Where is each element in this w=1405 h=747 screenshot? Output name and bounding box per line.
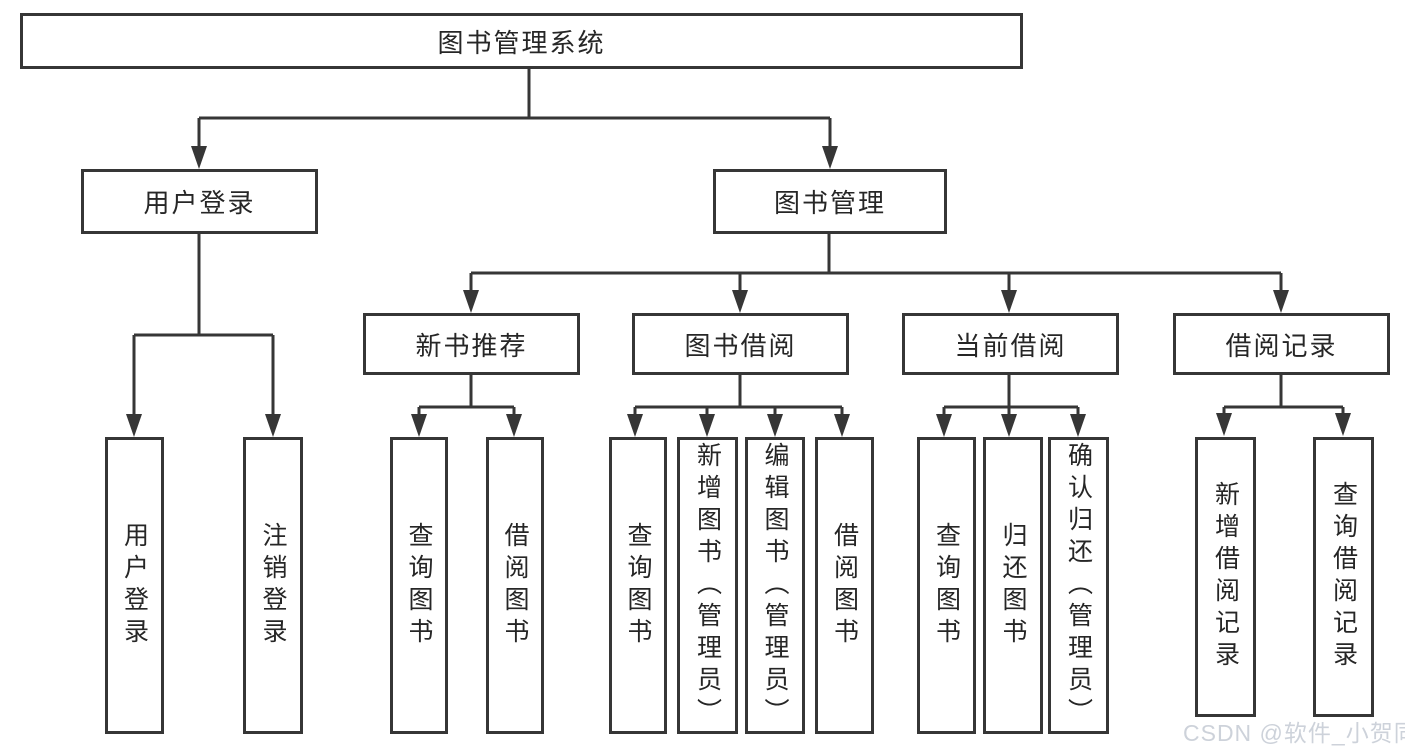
node-label: 查询图书 — [932, 521, 961, 650]
arrow-down-icon — [265, 414, 281, 437]
arrow-down-icon — [463, 290, 479, 313]
connector-current-borrowing-children — [936, 374, 1086, 437]
node-label: 新书推荐 — [415, 330, 528, 361]
node-library-management-system: 图书管理系统 — [20, 13, 1023, 69]
arrow-down-icon — [191, 146, 207, 169]
leaf-add-book-admin: 新增图书（管理员） — [677, 437, 738, 734]
node-label: 查询借阅记录 — [1329, 481, 1358, 673]
connector-book-management-children — [463, 233, 1289, 313]
node-label: 用户登录 — [143, 188, 256, 218]
node-label: 归还图书 — [999, 521, 1027, 650]
connector-borrowing-records-children — [1216, 374, 1351, 436]
leaf-query-borrow-record: 查询借阅记录 — [1313, 437, 1374, 717]
csdn-watermark: CSDN @软件_小贺同学 — [1183, 720, 1405, 746]
node-label: 确认归还（管理员） — [1064, 441, 1093, 730]
arrow-down-icon — [1335, 413, 1351, 436]
leaf-return-books: 归还图书 — [983, 437, 1043, 734]
arrow-down-icon — [1273, 290, 1289, 313]
leaf-query-books-recommend: 查询图书 — [390, 437, 448, 734]
leaf-query-books-borrow: 查询图书 — [609, 437, 667, 734]
node-new-book-recommendation: 新书推荐 — [363, 313, 580, 375]
connector-book-borrowing-children — [627, 374, 850, 437]
node-label: 借阅图书 — [830, 521, 859, 650]
leaf-edit-book-admin: 编辑图书（管理员） — [745, 437, 805, 734]
arrow-down-icon — [506, 414, 522, 437]
arrow-down-icon — [767, 414, 783, 437]
arrow-down-icon — [627, 414, 643, 437]
node-borrowing-records: 借阅记录 — [1173, 313, 1390, 375]
node-user-login: 用户登录 — [81, 169, 318, 234]
arrow-down-icon — [411, 414, 427, 437]
arrow-down-icon — [1216, 413, 1232, 436]
node-book-management: 图书管理 — [713, 169, 947, 234]
node-label: 借阅记录 — [1225, 330, 1338, 361]
connector-root-to-level2 — [191, 68, 838, 169]
leaf-add-borrow-record: 新增借阅记录 — [1195, 437, 1256, 717]
arrow-down-icon — [936, 414, 952, 437]
node-label: 图书管理 — [773, 188, 886, 218]
node-label: 用户登录 — [120, 521, 149, 650]
arrow-down-icon — [126, 414, 142, 437]
leaf-borrow-books-recommend: 借阅图书 — [486, 437, 544, 734]
node-label: 图书借阅 — [684, 330, 797, 361]
node-label: 新增借阅记录 — [1211, 481, 1240, 673]
arrow-down-icon — [1070, 414, 1086, 437]
node-label: 编辑图书（管理员） — [761, 441, 789, 730]
arrow-down-icon — [834, 414, 850, 437]
node-label: 新增图书（管理员） — [693, 441, 722, 730]
node-label: 查询图书 — [405, 521, 433, 650]
node-label: 查询图书 — [624, 521, 652, 650]
leaf-logout: 注销登录 — [243, 437, 303, 734]
arrow-down-icon — [1001, 414, 1017, 437]
leaf-user-login: 用户登录 — [105, 437, 164, 734]
leaf-borrow-books: 借阅图书 — [815, 437, 874, 734]
connector-new-book-recommendation-children — [411, 374, 522, 437]
node-label: 借阅图书 — [501, 521, 529, 650]
leaf-query-books-current: 查询图书 — [917, 437, 976, 734]
leaf-confirm-return-admin: 确认归还（管理员） — [1048, 437, 1109, 734]
arrow-down-icon — [822, 146, 838, 169]
node-label: 图书管理系统 — [437, 27, 606, 58]
arrow-down-icon — [699, 414, 715, 437]
node-label: 当前借阅 — [954, 330, 1067, 361]
arrow-down-icon — [732, 290, 748, 313]
connector-user-login-children — [126, 233, 281, 437]
arrow-down-icon — [1001, 290, 1017, 313]
node-label: 注销登录 — [259, 521, 287, 650]
node-current-borrowing: 当前借阅 — [902, 313, 1119, 375]
node-book-borrowing: 图书借阅 — [632, 313, 849, 375]
